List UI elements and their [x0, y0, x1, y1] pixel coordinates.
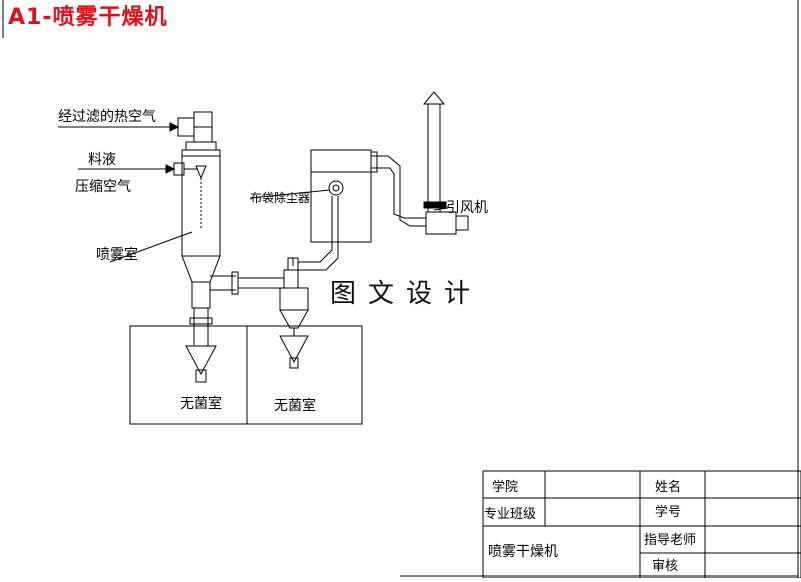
spray-chamber-leader [109, 231, 193, 263]
label-feed-liquid: 料液 [88, 152, 116, 168]
title-block-review-label: 审核 [652, 559, 679, 574]
title-block-class-label: 专业班级 [484, 507, 537, 522]
collector-bottle-2 [289, 357, 299, 369]
label-sterile-room-2: 无菌室 [274, 398, 316, 414]
label-induced-fan: 引风机 [446, 200, 488, 216]
cyclone-to-filter-pipe-b [298, 196, 339, 271]
collector-cone-2 [279, 335, 309, 364]
chamber-lower-neck [191, 281, 211, 309]
cyclone-to-filter-pipe-a [298, 196, 333, 263]
fan-leader [433, 207, 449, 211]
cyclone-body [279, 287, 309, 311]
label-bag-filter: 布袋除尘器 [250, 191, 311, 205]
title-block [482, 470, 801, 579]
label-sterile-room-1: 无菌室 [180, 396, 222, 412]
fan-damper [423, 201, 447, 209]
filter-outlet-pipe-top [371, 155, 426, 227]
dryer-top-cap-2 [181, 149, 221, 157]
valve-1 [189, 317, 213, 325]
bag-filter-body [310, 171, 372, 243]
label-hot-air: 经过滤的热空气 [58, 109, 156, 125]
feed-liquid-arrowhead [165, 164, 176, 174]
title-block-student-id-label: 学号 [655, 505, 682, 520]
title-block-college-label: 学院 [492, 480, 519, 495]
title-block-drawing-name: 喷雾干燥机 [488, 544, 558, 560]
exhaust-arrow [422, 91, 446, 105]
collector-bottle-1 [195, 369, 207, 383]
hot-air-arrowhead [169, 122, 180, 132]
cyclone-cone [279, 309, 309, 329]
spray-chamber-cone [181, 255, 221, 283]
cyclone-inlet [283, 269, 299, 289]
label-compressed-air: 压缩空气 [75, 179, 131, 195]
dryer-top-cap [185, 141, 217, 151]
hot-air-inlet-duct [177, 117, 195, 137]
atomizer [195, 165, 207, 180]
sterile-room-box-2 [246, 325, 363, 425]
bag-filter-inlet-ring [328, 180, 344, 196]
fan-motor [455, 215, 469, 231]
collector-cone-1 [185, 345, 217, 376]
pipe-flange [231, 271, 239, 295]
title-block-name-label: 姓名 [655, 480, 682, 495]
label-spray-chamber: 喷雾室 [96, 247, 138, 263]
drawing-title: A1-喷雾干燥机 [8, 5, 168, 30]
filter-outlet-flange [370, 151, 378, 173]
watermark-text: 图文设计 [330, 279, 483, 309]
title-block-advisor-label: 指导老师 [644, 533, 697, 548]
bag-filter-top [310, 149, 372, 173]
filter-outlet-pipe-bottom [371, 167, 426, 219]
